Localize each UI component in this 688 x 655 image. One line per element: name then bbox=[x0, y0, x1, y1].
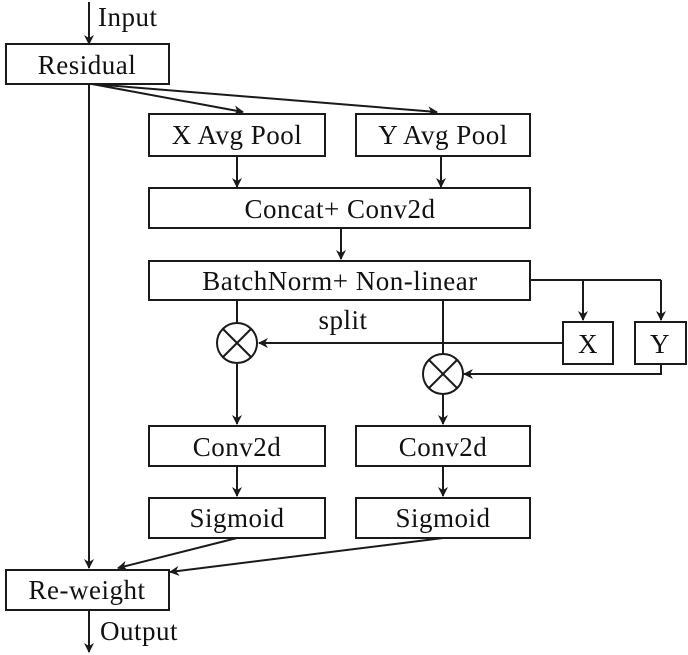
node-sigmoid-left: Sigmoid bbox=[148, 497, 326, 539]
conv2d-left-label: Conv2d bbox=[193, 432, 282, 462]
node-batchnorm-nonlinear: BatchNorm+ Non-linear bbox=[148, 260, 531, 301]
y-branch-label: Y bbox=[650, 329, 670, 359]
y-avg-pool-label: Y Avg Pool bbox=[378, 120, 508, 150]
sigmoid-right-label: Sigmoid bbox=[395, 503, 490, 533]
connectors bbox=[84, 2, 666, 653]
concat-conv2d-label: Concat+ Conv2d bbox=[245, 194, 436, 224]
residual-to-ypool-arrow bbox=[91, 83, 438, 117]
residual-label: Residual bbox=[38, 50, 137, 80]
output-label: Output bbox=[100, 616, 178, 646]
multiply-left-icon bbox=[216, 322, 258, 364]
right-sigmoid-to-reweight-arrow bbox=[169, 537, 444, 576]
node-y-avg-pool: Y Avg Pool bbox=[355, 113, 531, 157]
node-residual: Residual bbox=[5, 43, 170, 85]
residual-to-xpool-arrow bbox=[91, 83, 244, 116]
batchnorm-nonlinear-label: BatchNorm+ Non-linear bbox=[202, 266, 477, 296]
input-label: Input bbox=[98, 2, 158, 32]
conv2d-right-label: Conv2d bbox=[399, 432, 488, 462]
node-x-branch: X bbox=[562, 321, 614, 365]
node-y-branch: Y bbox=[634, 321, 687, 365]
y-to-right-mult-arrow bbox=[463, 364, 662, 379]
node-x-avg-pool: X Avg Pool bbox=[148, 113, 326, 157]
multiply-right-icon bbox=[422, 353, 464, 395]
node-reweight: Re-weight bbox=[5, 569, 170, 611]
reweight-label: Re-weight bbox=[29, 575, 146, 605]
node-conv2d-left: Conv2d bbox=[148, 425, 326, 467]
node-sigmoid-right: Sigmoid bbox=[355, 497, 531, 539]
node-conv2d-right: Conv2d bbox=[355, 425, 531, 467]
node-concat-conv2d: Concat+ Conv2d bbox=[148, 187, 531, 229]
sigmoid-left-label: Sigmoid bbox=[189, 503, 284, 533]
x-branch-label: X bbox=[578, 329, 598, 359]
split-label: split bbox=[318, 305, 367, 335]
x-avg-pool-label: X Avg Pool bbox=[172, 120, 303, 150]
left-sigmoid-to-reweight-arrow bbox=[117, 537, 238, 571]
